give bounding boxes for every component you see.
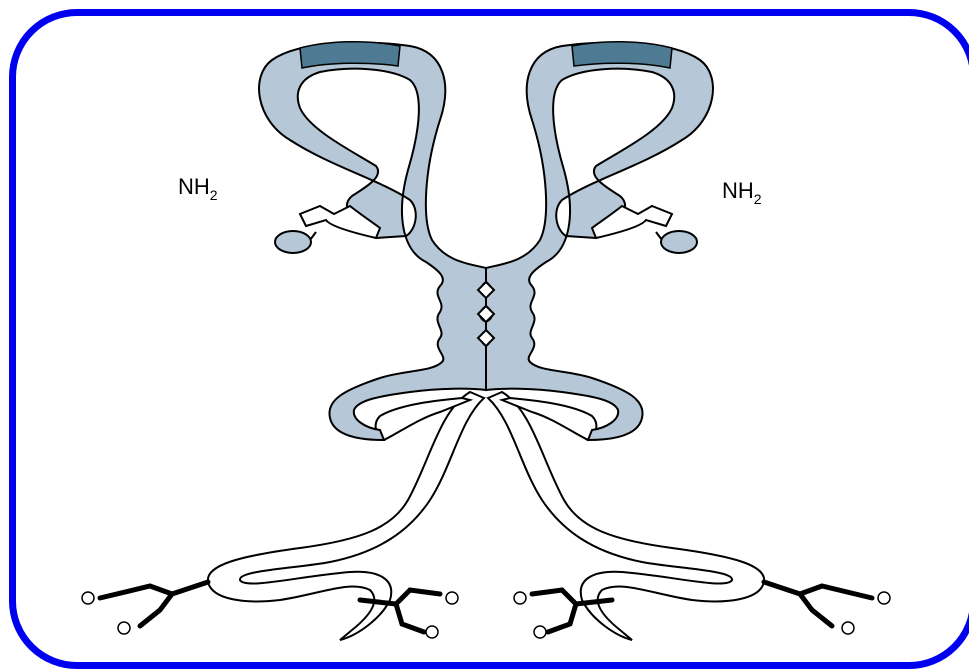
hinge-disulfide-bridges — [478, 282, 494, 346]
right-nh2-label: NH2 — [722, 178, 762, 207]
right-half — [486, 42, 890, 640]
left-nh2-label: NH2 — [178, 174, 218, 203]
left-half — [82, 42, 486, 640]
